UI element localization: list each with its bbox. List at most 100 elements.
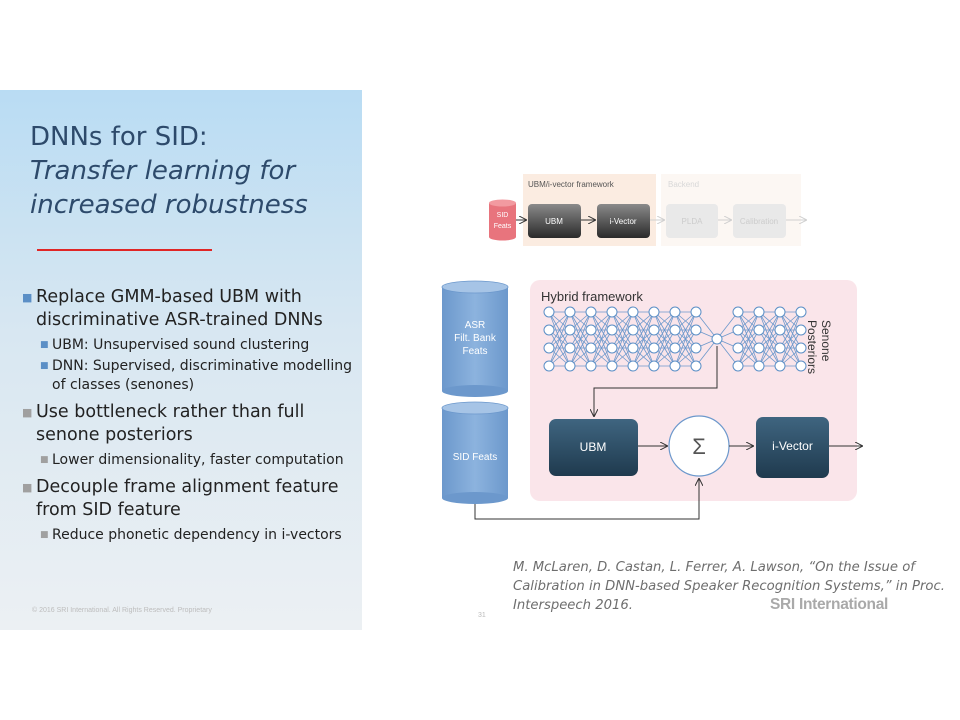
title-underline <box>37 249 212 251</box>
plda-mini-box <box>666 204 718 238</box>
posteriors-label: Posteriors <box>805 320 819 374</box>
dnn-node <box>795 306 807 318</box>
svg-text:SID: SID <box>497 212 509 219</box>
ubm-box <box>549 419 638 476</box>
dnn-node <box>585 324 597 336</box>
dnn-node <box>732 306 744 318</box>
ubm-ivector-diagram: UBM/i-vector framework Backend SID Feats… <box>489 174 806 246</box>
svg-text:ASR: ASR <box>465 320 486 331</box>
ivector-mini-box <box>597 204 650 238</box>
bullet-list: ■Replace GMM-based UBM with discriminati… <box>20 286 360 547</box>
dnn-node <box>585 306 597 318</box>
dnn-node <box>732 360 744 372</box>
dnn-node <box>606 342 618 354</box>
dnn-node <box>543 324 555 336</box>
dnn-node <box>711 333 723 345</box>
page-number: 31 <box>478 612 486 619</box>
dnn-node <box>669 306 681 318</box>
dnn-node <box>606 360 618 372</box>
dnn-node <box>690 360 702 372</box>
dnn-node <box>543 342 555 354</box>
svg-text:UBM: UBM <box>545 217 563 226</box>
sri-logo: SRI International <box>770 596 889 613</box>
svg-text:Feats: Feats <box>494 223 512 230</box>
svg-text:Calibration: Calibration <box>740 217 778 226</box>
svg-text:SID Feats: SID Feats <box>453 452 497 463</box>
dnn-node <box>774 306 786 318</box>
dnn-node <box>648 360 660 372</box>
dnn-node <box>627 306 639 318</box>
senone-label: Senone <box>819 320 833 362</box>
square-bullet-icon: ■ <box>40 530 49 540</box>
dnn-node <box>564 306 576 318</box>
dnn-node <box>753 342 765 354</box>
dnn-node <box>753 324 765 336</box>
title-line-1: DNNs for SID: <box>30 122 208 152</box>
square-bullet-icon: ■ <box>22 481 33 494</box>
dnn-node <box>795 342 807 354</box>
square-bullet-icon: ■ <box>40 361 49 371</box>
svg-text:UBM: UBM <box>580 440 607 454</box>
bullet-1-sub-1: ■UBM: Unsupervised sound clustering <box>40 337 310 353</box>
copyright: © 2016 SRI International. All Rights Res… <box>32 607 212 614</box>
svg-text:PLDA: PLDA <box>682 217 704 226</box>
ivector-box <box>756 417 829 478</box>
dnn-node <box>627 324 639 336</box>
dnn-node <box>648 306 660 318</box>
square-bullet-icon: ■ <box>40 340 49 350</box>
slide: DNNs for SID: Transfer learning for incr… <box>0 90 960 630</box>
dnn-node <box>753 360 765 372</box>
dnn-node <box>648 324 660 336</box>
dnn-node <box>795 324 807 336</box>
left-panel: DNNs for SID: Transfer learning for incr… <box>0 90 362 630</box>
dnn-node <box>753 306 765 318</box>
dnn-node <box>627 342 639 354</box>
dnn-node <box>690 342 702 354</box>
dnn-node <box>564 342 576 354</box>
square-bullet-icon: ■ <box>22 291 33 304</box>
dnn-node <box>774 360 786 372</box>
dnn-node <box>606 306 618 318</box>
dnn-node <box>585 360 597 372</box>
dnn-node <box>648 342 660 354</box>
dnn-node <box>669 324 681 336</box>
asr-feats-cylinder: ASR Filt. Bank Feats <box>441 280 509 397</box>
dnn-node <box>690 324 702 336</box>
dnn-node <box>732 324 744 336</box>
dnn-node <box>564 324 576 336</box>
sigma-symbol: Σ <box>692 434 706 459</box>
bullet-2-sub-1: ■Lower dimensionality, faster computatio… <box>40 452 344 468</box>
bullet-3-sub-1: ■Reduce phonetic dependency in i-vectors <box>40 527 342 543</box>
dnn-node <box>795 360 807 372</box>
bullet-1: ■Replace GMM-based UBM with discriminati… <box>22 287 323 330</box>
dnn-node <box>543 360 555 372</box>
square-bullet-icon: ■ <box>40 455 49 465</box>
dnn-node <box>690 306 702 318</box>
svg-text:Filt. Bank: Filt. Bank <box>454 333 497 344</box>
slide-title: DNNs for SID: Transfer learning for incr… <box>30 120 350 222</box>
dnn-node <box>585 342 597 354</box>
bullet-1-sub-2: ■DNN: Supervised, discriminative modelli… <box>40 358 353 393</box>
title-line-3: increased robustness <box>30 190 308 220</box>
dnn-node <box>669 342 681 354</box>
sid-feats-cylinder: SID Feats <box>441 401 509 504</box>
dnn-node <box>669 360 681 372</box>
dnn-node <box>564 360 576 372</box>
dnn-node <box>627 360 639 372</box>
bullet-2: ■Use bottleneck rather than full senone … <box>22 402 305 445</box>
dnn-network-icon <box>543 306 807 372</box>
dnn-node <box>774 342 786 354</box>
dnn-node <box>774 324 786 336</box>
svg-text:Feats: Feats <box>462 346 487 357</box>
citation: M. McLaren, D. Castan, L. Ferrer, A. Law… <box>513 560 945 613</box>
sid-feats-mini-cylinder: SID Feats <box>489 199 516 241</box>
hybrid-diagram: Hybrid framework ASR Filt. Bank Feats SI… <box>441 280 862 520</box>
dnn-node <box>543 306 555 318</box>
dnn-node <box>732 342 744 354</box>
framework-diagram: UBM/i-vector framework Backend SID Feats… <box>441 174 960 520</box>
calibration-mini-box <box>733 204 786 238</box>
ubm-mini-box <box>528 204 581 238</box>
svg-text:i-Vector: i-Vector <box>772 439 813 453</box>
svg-text:i-Vector: i-Vector <box>609 217 636 226</box>
ubm-framework-label: UBM/i-vector framework <box>528 180 615 189</box>
